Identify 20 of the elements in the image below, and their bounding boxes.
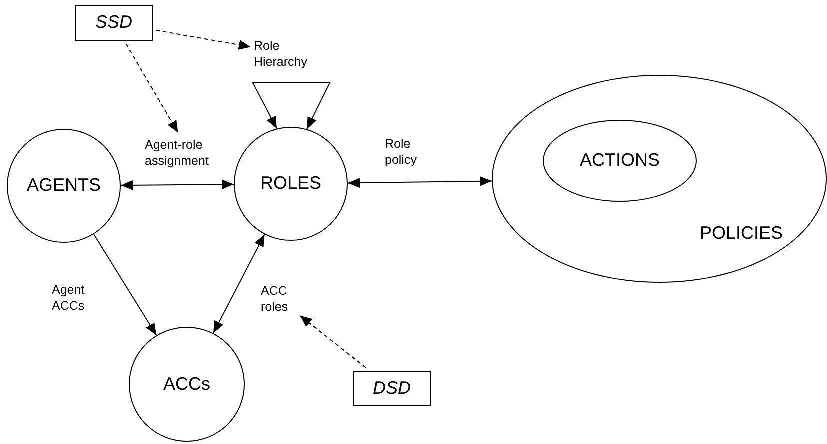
text-label: Agent-role assignment: [145, 136, 235, 170]
box-node: [353, 371, 431, 406]
arrow: [348, 176, 493, 188]
arrow: [156, 30, 252, 50]
node-label: ACCs: [163, 372, 210, 396]
arrow: [94, 234, 158, 336]
self-loop-arrow: [252, 82, 331, 130]
node-label: ROLES: [260, 172, 322, 196]
text-label: Role Hierarchy: [254, 37, 326, 71]
arrow: [213, 234, 266, 334]
arrow: [126, 44, 179, 134]
node-label: ACTIONS: [580, 149, 660, 172]
arrow: [120, 180, 234, 190]
node-label: SSD: [95, 11, 132, 34]
node-label: AGENTS: [26, 174, 101, 198]
arrow: [300, 315, 367, 368]
node-label: POLICIES: [700, 222, 784, 245]
text-label: ACC roles: [261, 282, 297, 316]
node-label: DSD: [372, 376, 411, 400]
box-node: [75, 5, 153, 41]
